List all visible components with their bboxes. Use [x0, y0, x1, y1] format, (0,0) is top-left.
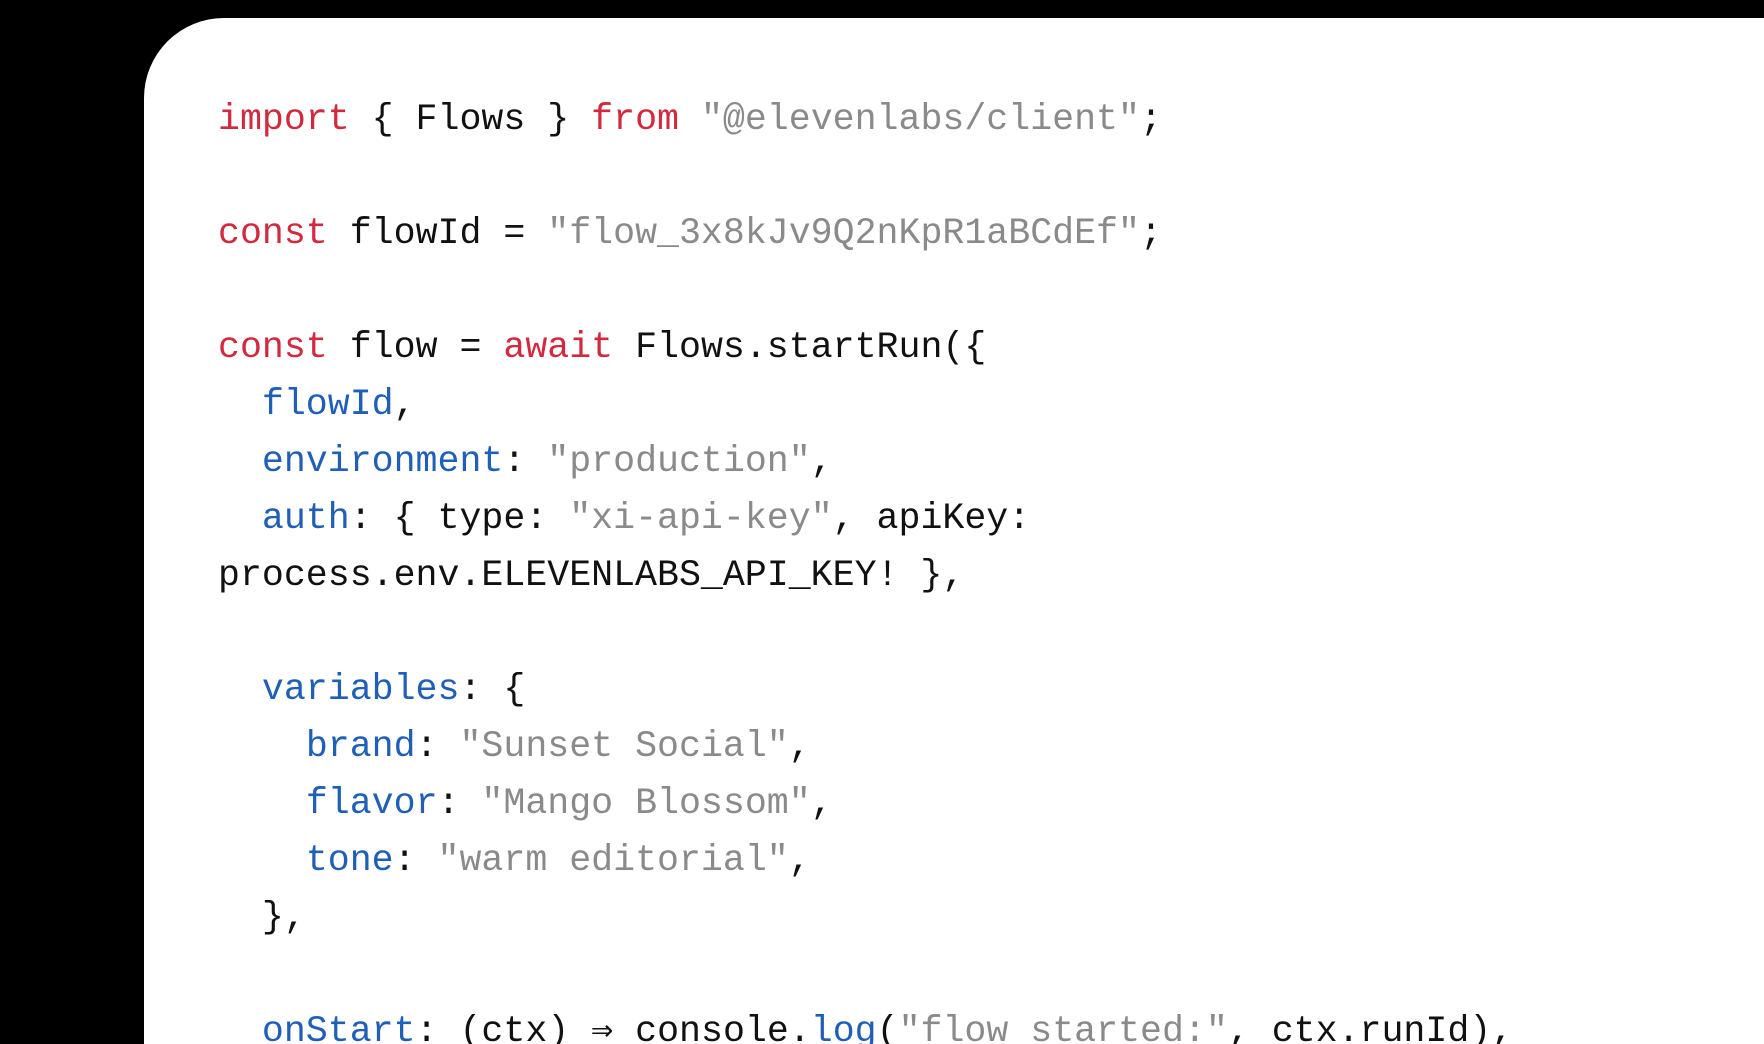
plain-token [218, 783, 306, 824]
plain-token: , ctx.runId), [1227, 1011, 1514, 1044]
string-token: "Sunset Social" [459, 726, 789, 767]
code-line: flavor: "Mango Blossom", [218, 775, 1513, 832]
plain-token: : (ctx) ⇒ console. [415, 1011, 811, 1044]
string-token: "@elevenlabs/client" [700, 99, 1140, 140]
property-token: tone [305, 840, 394, 881]
plain-token [679, 99, 701, 140]
plain-token [218, 384, 262, 425]
code-line: auth: { type: "xi-api-key", apiKey: [218, 490, 1513, 547]
code-line [218, 946, 1513, 1003]
property-token: brand [305, 726, 416, 767]
code-line: const flowId = "flow_3x8kJv9Q2nKpR1aBCdE… [218, 205, 1513, 262]
plain-token: , [810, 783, 833, 824]
code-line: import { Flows } from "@elevenlabs/clien… [218, 91, 1513, 148]
string-token: "production" [547, 441, 811, 482]
plain-token: , [393, 384, 416, 425]
property-token: auth [261, 498, 350, 539]
string-token: "Mango Blossom" [481, 783, 811, 824]
function-token: log [810, 1011, 877, 1044]
property-token: variables [261, 669, 460, 710]
plain-token [218, 669, 262, 710]
code-line: const flow = await Flows.startRun({ [218, 319, 1513, 376]
plain-token: , apiKey: [832, 498, 1031, 539]
code-line: environment: "production", [218, 433, 1513, 490]
code-line [218, 262, 1513, 319]
plain-token: ; [1139, 99, 1162, 140]
code-panel: import { Flows } from "@elevenlabs/clien… [144, 18, 1764, 1044]
plain-token [218, 1011, 262, 1044]
code-line: process.env.ELEVENLABS_API_KEY! }, [218, 547, 1513, 604]
code-line [218, 148, 1513, 205]
plain-token: : [437, 783, 482, 824]
plain-token: ( [876, 1011, 899, 1044]
plain-token: : [503, 441, 548, 482]
property-token: flavor [305, 783, 438, 824]
code-line: }, [218, 889, 1513, 946]
property-token: onStart [261, 1011, 416, 1044]
code-line: flowId, [218, 376, 1513, 433]
property-token: environment [261, 441, 504, 482]
code-line: tone: "warm editorial", [218, 832, 1513, 889]
plain-token: flowId = [327, 213, 548, 254]
keyword-token: import [218, 99, 350, 140]
keyword-token: const [218, 327, 328, 368]
string-token: "warm editorial" [437, 840, 789, 881]
plain-token: , [788, 726, 811, 767]
plain-token: : [415, 726, 460, 767]
keyword-token: await [503, 327, 614, 368]
plain-token: ; [1139, 213, 1162, 254]
plain-token: flow = [327, 327, 504, 368]
property-token: flowId [261, 384, 394, 425]
plain-token: { Flows } [349, 99, 592, 140]
string-token: "xi-api-key" [569, 498, 833, 539]
code-line [218, 604, 1513, 661]
plain-token: : [393, 840, 438, 881]
plain-token: Flows.startRun({ [613, 327, 987, 368]
plain-token: : { type: [349, 498, 570, 539]
plain-token: , [810, 441, 833, 482]
code-line: onStart: (ctx) ⇒ console.log("flow start… [218, 1003, 1513, 1044]
plain-token [218, 726, 306, 767]
plain-token: }, [218, 897, 306, 938]
plain-token: : { [459, 669, 526, 710]
keyword-token: from [591, 99, 679, 140]
plain-token: process.env.ELEVENLABS_API_KEY! }, [218, 555, 965, 596]
plain-token [218, 498, 262, 539]
keyword-token: const [218, 213, 328, 254]
code-block[interactable]: import { Flows } from "@elevenlabs/clien… [218, 91, 1513, 1044]
code-line: brand: "Sunset Social", [218, 718, 1513, 775]
plain-token: , [788, 840, 811, 881]
code-line: variables: { [218, 661, 1513, 718]
plain-token [218, 441, 262, 482]
string-token: "flow started:" [898, 1011, 1228, 1044]
plain-token [218, 840, 306, 881]
string-token: "flow_3x8kJv9Q2nKpR1aBCdEf" [547, 213, 1140, 254]
